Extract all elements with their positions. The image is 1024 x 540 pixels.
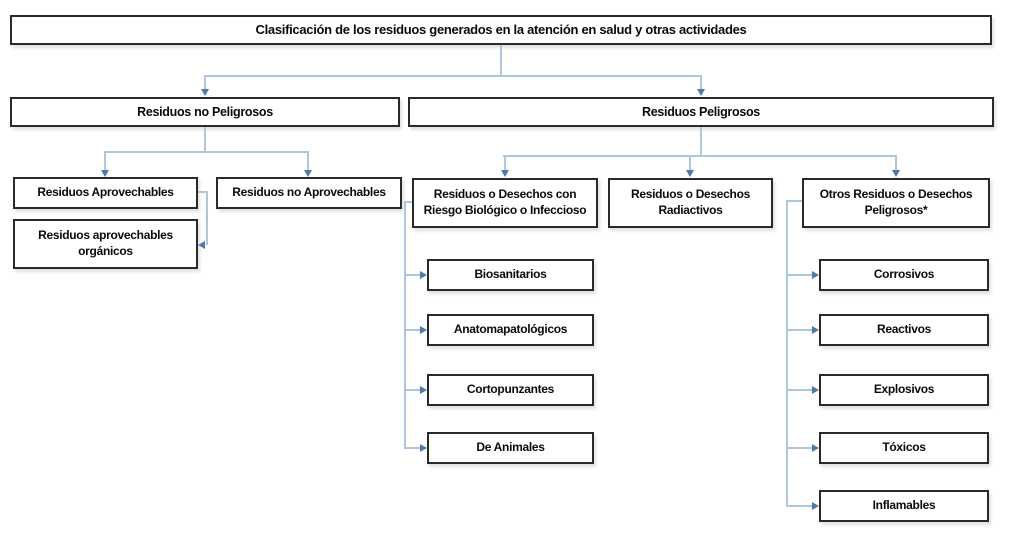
connector-no-peligrosos-stem xyxy=(204,127,206,153)
node-inflamables: Inflamables xyxy=(819,490,989,522)
connector-otros-stub xyxy=(786,200,802,202)
arrowhead-to-toxicos xyxy=(812,444,819,452)
connector-peligrosos-crossbar xyxy=(503,155,897,157)
connector-biologico-stub xyxy=(404,201,412,203)
connector-peligrosos-stem xyxy=(700,127,702,157)
arrowhead-to-explosivos xyxy=(812,386,819,394)
arrowhead-to-inflamables xyxy=(812,502,819,510)
arrowhead-to-no-aprovechables xyxy=(304,170,312,177)
node-explosivos: Explosivos xyxy=(819,374,989,406)
node-radiactivos: Residuos o Desechos Radiactivos xyxy=(608,178,773,228)
arrowhead-to-de-animales xyxy=(420,444,427,452)
connector-root-to-no-peligrosos xyxy=(204,75,206,90)
connector-to-biologico xyxy=(504,155,506,170)
connector-branch-corrosivos xyxy=(786,274,812,276)
node-anatomapatologicos: Anatomapatológicos xyxy=(427,314,594,346)
connector-branch-explosivos xyxy=(786,389,812,391)
node-residuos-aprovechables: Residuos Aprovechables xyxy=(13,177,198,209)
node-biosanitarios: Biosanitarios xyxy=(427,259,594,291)
arrowhead-to-no-peligrosos xyxy=(201,89,209,96)
connector-root-crossbar xyxy=(204,75,702,77)
connector-branch-reactivos xyxy=(786,329,812,331)
node-de-animales: De Animales xyxy=(427,432,594,464)
connector-aprovechables-stub xyxy=(198,191,208,193)
node-reactivos: Reactivos xyxy=(819,314,989,346)
connector-branch-toxicos xyxy=(786,447,812,449)
connector-root-to-peligrosos xyxy=(700,75,702,90)
connector-branch-cortopunzantes xyxy=(404,389,420,391)
node-residuos-peligrosos: Residuos Peligrosos xyxy=(408,97,994,127)
node-toxicos: Tóxicos xyxy=(819,432,989,464)
connector-biologico-rail xyxy=(404,201,406,449)
arrowhead-to-corrosivos xyxy=(812,271,819,279)
connector-branch-anatomapatologicos xyxy=(404,329,420,331)
node-corrosivos: Corrosivos xyxy=(819,259,989,291)
connector-no-peligrosos-crossbar xyxy=(104,151,309,153)
arrowhead-to-peligrosos xyxy=(697,89,705,96)
connector-root-stem xyxy=(500,45,502,77)
arrowhead-to-organicos xyxy=(198,241,205,249)
arrowhead-to-reactivos xyxy=(812,326,819,334)
connector-otros-rail xyxy=(786,200,788,507)
arrowhead-to-otros xyxy=(892,170,900,177)
connector-to-radiactivos xyxy=(689,155,691,170)
arrowhead-to-radiactivos xyxy=(686,170,694,177)
node-riesgo-biologico-infeccioso: Residuos o Desechos con Riesgo Biológico… xyxy=(412,178,598,228)
connector-aprovechables-drop xyxy=(206,191,208,245)
connector-branch-inflamables xyxy=(786,505,812,507)
node-cortopunzantes: Cortopunzantes xyxy=(427,374,594,406)
node-root-title: Clasificación de los residuos generados … xyxy=(10,15,992,45)
connector-to-aprovechables xyxy=(104,151,106,170)
node-otros-peligrosos: Otros Residuos o Desechos Peligrosos* xyxy=(802,178,990,228)
node-residuos-no-aprovechables: Residuos no Aprovechables xyxy=(216,177,402,209)
arrowhead-to-biologico xyxy=(501,170,509,177)
connector-to-no-aprovechables xyxy=(307,151,309,170)
node-residuos-aprovechables-organicos: Residuos aprovechables orgánicos xyxy=(13,219,198,269)
node-residuos-no-peligrosos: Residuos no Peligrosos xyxy=(10,97,400,127)
arrowhead-to-biosanitarios xyxy=(420,271,427,279)
connector-to-otros xyxy=(895,155,897,170)
arrowhead-to-cortopunzantes xyxy=(420,386,427,394)
connector-branch-biosanitarios xyxy=(404,274,420,276)
arrowhead-to-aprovechables xyxy=(101,170,109,177)
arrowhead-to-anatomapatologicos xyxy=(420,326,427,334)
connector-branch-de-animales xyxy=(404,447,420,449)
